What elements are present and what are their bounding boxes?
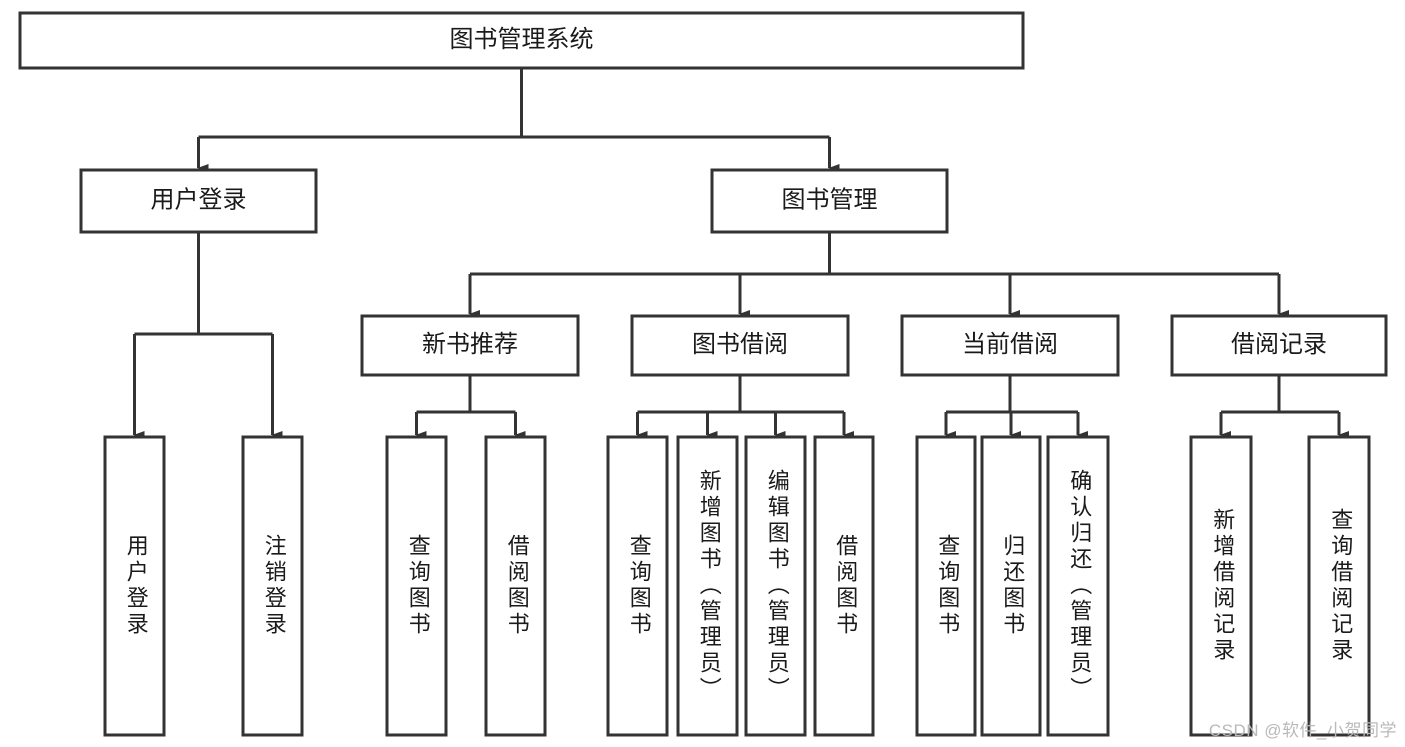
node-label: 借阅记录 bbox=[1231, 331, 1327, 358]
node-label: 用户登录 bbox=[124, 534, 149, 638]
node-label: 图书借阅 bbox=[692, 331, 788, 358]
node-root[interactable]: 图书管理系统 bbox=[18, 11, 1025, 70]
node-leaf-8[interactable]: 查询图书 bbox=[915, 435, 977, 737]
node-leaf-1[interactable]: 注销登录 bbox=[241, 435, 304, 737]
node-level3-1[interactable]: 图书借阅 bbox=[630, 314, 850, 377]
node-leaf-3[interactable]: 借阅图书 bbox=[484, 435, 547, 737]
node-label: 编辑图书（管理员） bbox=[765, 469, 790, 703]
watermark-label: CSDN @软件_小贺同学 bbox=[1208, 721, 1397, 740]
node-label: 查询图书 bbox=[406, 534, 431, 638]
node-label: 图书管理 bbox=[782, 186, 878, 213]
node-boxes: 图书管理系统用户登录图书管理新书推荐图书借阅当前借阅借阅记录用户登录注销登录查询… bbox=[18, 11, 1388, 737]
node-level3-2[interactable]: 当前借阅 bbox=[900, 314, 1120, 377]
node-label: 确认归还（管理员） bbox=[1067, 469, 1092, 703]
node-level2-0[interactable]: 用户登录 bbox=[79, 168, 318, 234]
node-level3-0[interactable]: 新书推荐 bbox=[360, 314, 580, 377]
node-level2-1[interactable]: 图书管理 bbox=[710, 168, 949, 234]
node-leaf-0[interactable]: 用户登录 bbox=[103, 435, 166, 737]
node-leaf-11[interactable]: 新增借阅记录 bbox=[1189, 435, 1253, 737]
connector-lines bbox=[133, 68, 1349, 439]
node-label: 新增借阅记录 bbox=[1210, 508, 1235, 664]
node-label: 图书管理系统 bbox=[450, 26, 594, 53]
node-label: 借阅图书 bbox=[833, 534, 858, 638]
node-leaf-9[interactable]: 归还图书 bbox=[980, 435, 1042, 737]
node-label: 借阅图书 bbox=[505, 534, 530, 638]
node-label: 归还图书 bbox=[1000, 534, 1025, 638]
node-leaf-12[interactable]: 查询借阅记录 bbox=[1307, 435, 1371, 737]
node-label: 注销登录 bbox=[262, 534, 287, 638]
node-leaf-6[interactable]: 编辑图书（管理员） bbox=[744, 435, 807, 737]
node-label: 查询借阅记录 bbox=[1328, 508, 1353, 664]
node-level3-3[interactable]: 借阅记录 bbox=[1170, 314, 1388, 377]
node-label: 查询图书 bbox=[935, 534, 960, 638]
node-label: 查询图书 bbox=[627, 534, 652, 638]
node-label: 新书推荐 bbox=[422, 331, 518, 358]
node-leaf-10[interactable]: 确认归还（管理员） bbox=[1046, 435, 1110, 737]
node-leaf-7[interactable]: 借阅图书 bbox=[813, 435, 875, 737]
node-leaf-4[interactable]: 查询图书 bbox=[606, 435, 669, 737]
node-leaf-5[interactable]: 新增图书（管理员） bbox=[676, 435, 739, 737]
node-label: 用户登录 bbox=[151, 186, 247, 213]
node-label: 当前借阅 bbox=[962, 331, 1058, 358]
node-leaf-2[interactable]: 查询图书 bbox=[385, 435, 448, 737]
node-label: 新增图书（管理员） bbox=[697, 469, 722, 703]
